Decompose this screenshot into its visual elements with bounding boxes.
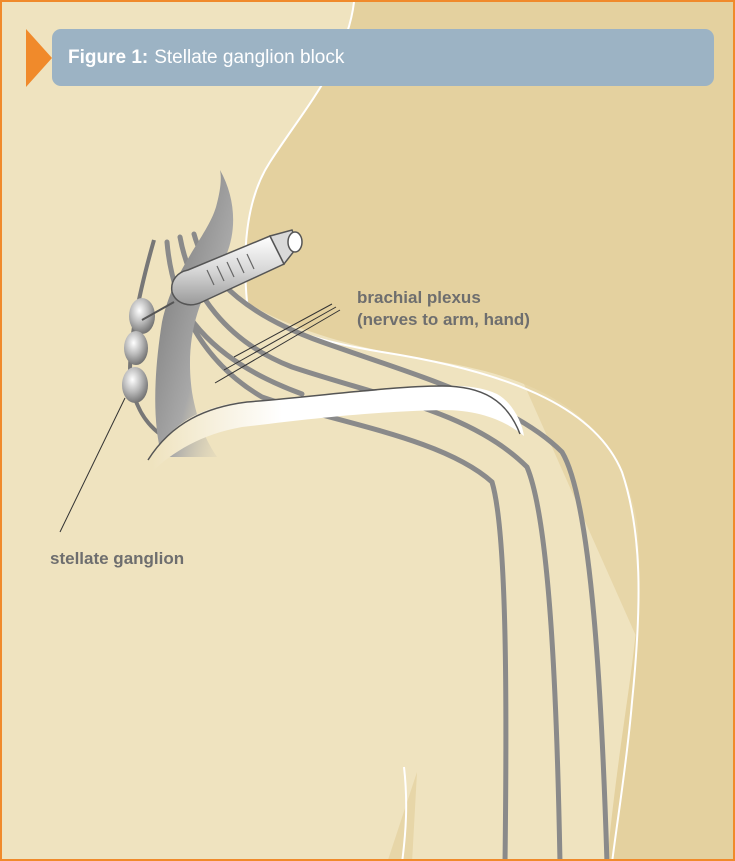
figure-title-bar: Figure 1: Stellate ganglion block bbox=[52, 29, 714, 86]
ganglion-nodes bbox=[122, 298, 155, 403]
label-brachial-plexus: brachial plexus (nerves to arm, hand) bbox=[357, 287, 530, 331]
label-brachial-plexus-line1: brachial plexus bbox=[357, 287, 530, 309]
shoulder-region bbox=[245, 2, 735, 861]
figure-title-text: Stellate ganglion block bbox=[154, 47, 344, 69]
figure-title-prefix: Figure 1: bbox=[68, 47, 148, 69]
label-brachial-plexus-line2: (nerves to arm, hand) bbox=[357, 309, 530, 331]
label-stellate-ganglion: stellate ganglion bbox=[50, 548, 184, 570]
title-arrow-marker bbox=[26, 29, 52, 87]
